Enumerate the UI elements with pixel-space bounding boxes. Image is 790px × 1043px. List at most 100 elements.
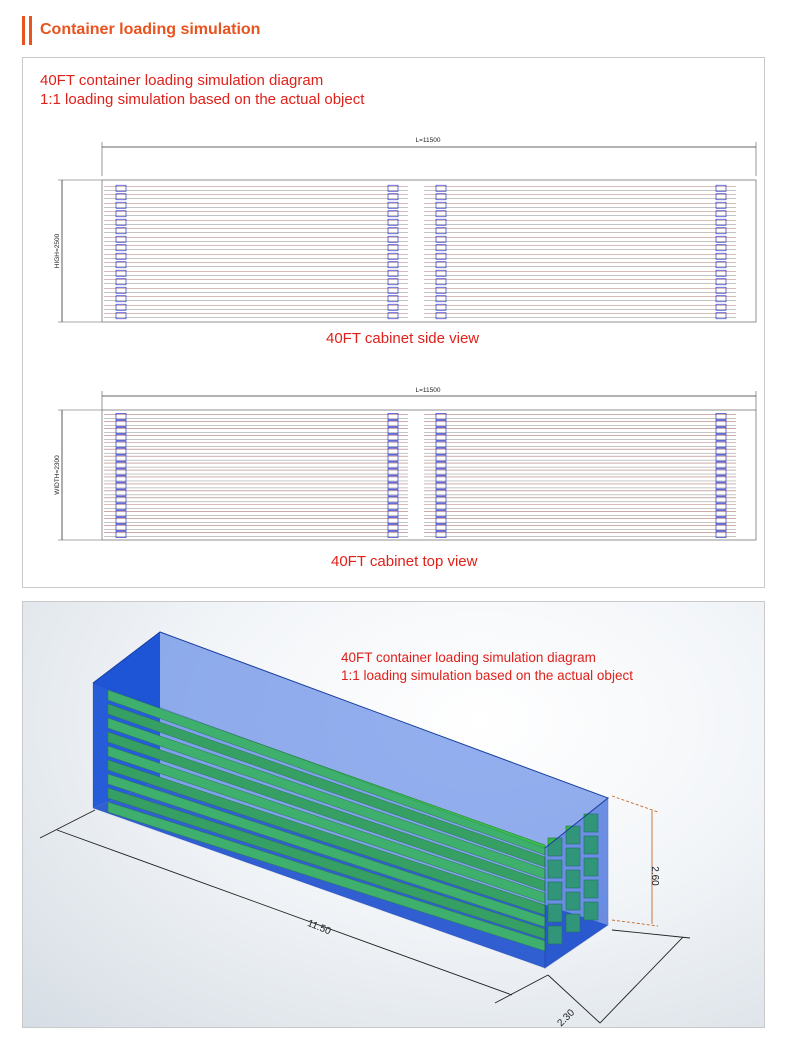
side-tube-flange (387, 278, 399, 286)
side-tube-flange (387, 269, 399, 277)
side-tube-flange (115, 244, 127, 252)
side-tube-flange (435, 193, 447, 201)
top-tube-flange (435, 475, 447, 483)
top-tube-flange (115, 454, 127, 462)
cargo-stack (107, 689, 599, 952)
cargo-tube (107, 787, 546, 940)
top-tube-flange (115, 489, 127, 497)
cargo-flange (583, 813, 599, 833)
side-tube-flange (115, 303, 127, 311)
top-length-label: L=11500 (415, 387, 440, 394)
top-tube-flange (115, 503, 127, 511)
render-caption-line2: 1:1 loading simulation based on the actu… (341, 668, 633, 683)
side-tube-flange (715, 286, 727, 294)
side-tube-flange (115, 261, 127, 269)
top-tube-flange (115, 413, 127, 420)
width-dimension-label: 2.30 (555, 1007, 577, 1029)
container-front-wall (92, 682, 546, 969)
cargo-tube (107, 717, 546, 880)
top-tube-flange (435, 531, 447, 538)
diagram-caption-line1: 40FT container loading simulation diagra… (40, 72, 324, 89)
top-tube-flange (715, 461, 727, 469)
top-tube-flange (715, 489, 727, 497)
side-tube-flange (115, 252, 127, 260)
top-tube-flange (387, 454, 399, 462)
side-tube-flange (715, 312, 727, 320)
side-tube-flange (715, 210, 727, 218)
height-dimension-label: 2.60 (649, 866, 660, 886)
side-tube-flange (115, 312, 127, 320)
cargo-flange (547, 859, 563, 879)
top-tube-flange (115, 433, 127, 441)
side-length-label: L=11500 (415, 137, 440, 144)
cargo-flange (547, 881, 563, 901)
top-tube-flange (715, 531, 727, 538)
side-view-cargo-left (104, 184, 408, 320)
top-tube-flange (435, 489, 447, 497)
top-tube-flange (435, 454, 447, 462)
side-tube-flange (115, 218, 127, 226)
side-tube-flange (115, 269, 127, 277)
top-view-cargo-right (424, 413, 736, 538)
top-tube-flange (435, 517, 447, 524)
top-tube-flange (715, 433, 727, 441)
top-tube-flange (115, 482, 127, 490)
side-tube-flange (387, 235, 399, 243)
top-tube-flange (387, 433, 399, 441)
top-tube-flange (715, 447, 727, 455)
side-tube-flange (115, 210, 127, 218)
side-tube-flange (435, 269, 447, 277)
side-tube-flange (435, 235, 447, 243)
top-tube-flange (715, 440, 727, 448)
side-tube-flange (115, 227, 127, 235)
side-tube-flange (435, 278, 447, 286)
top-tube-flange (387, 489, 399, 497)
side-tube-flange (387, 244, 399, 252)
top-tube-flange (115, 447, 127, 455)
side-tube-flange (715, 235, 727, 243)
top-tube-flange (715, 420, 727, 427)
cargo-flange (583, 901, 599, 921)
cargo-flange (547, 925, 563, 945)
cargo-tube (107, 689, 546, 856)
top-tube-flange (115, 531, 127, 538)
side-tube-flange (435, 303, 447, 311)
side-view-drawing: L=11500 HIGH=2500 (54, 137, 757, 323)
top-tube-flange (115, 461, 127, 469)
top-tube-flange (387, 461, 399, 469)
side-tube-flange (387, 286, 399, 294)
side-tube-flange (715, 201, 727, 209)
side-tube-flange (387, 252, 399, 260)
side-view-caption: 40FT cabinet side view (326, 330, 480, 347)
side-tube-flange (115, 184, 127, 192)
side-tube-flange (387, 201, 399, 209)
side-tube-flange (115, 286, 127, 294)
top-view-cargo-left (104, 413, 408, 538)
top-tube-flange (387, 420, 399, 427)
side-tube-flange (435, 227, 447, 235)
top-tube-flange (435, 413, 447, 420)
diagram-panel (22, 57, 765, 588)
top-tube-flange (387, 531, 399, 538)
top-tube-flange (715, 475, 727, 483)
side-tube-flange (387, 227, 399, 235)
top-tube-flange (435, 503, 447, 511)
side-tube-flange (435, 218, 447, 226)
top-view-caption: 40FT cabinet top view (331, 553, 478, 570)
top-tube-flange (435, 461, 447, 469)
top-tube-flange (435, 427, 447, 434)
side-tube-flange (387, 218, 399, 226)
side-tube-flange (715, 303, 727, 311)
cargo-flange (565, 869, 581, 889)
top-tube-flange (435, 440, 447, 448)
top-tube-flange (387, 510, 399, 518)
header-accent-bar (22, 16, 25, 45)
top-tube-flange (387, 524, 399, 531)
top-tube-flange (435, 420, 447, 427)
cargo-tube (107, 745, 546, 904)
side-tube-flange (715, 295, 727, 303)
cargo-flange (583, 857, 599, 877)
top-tube-flange (715, 503, 727, 511)
header-accent-bar-2 (29, 16, 32, 45)
